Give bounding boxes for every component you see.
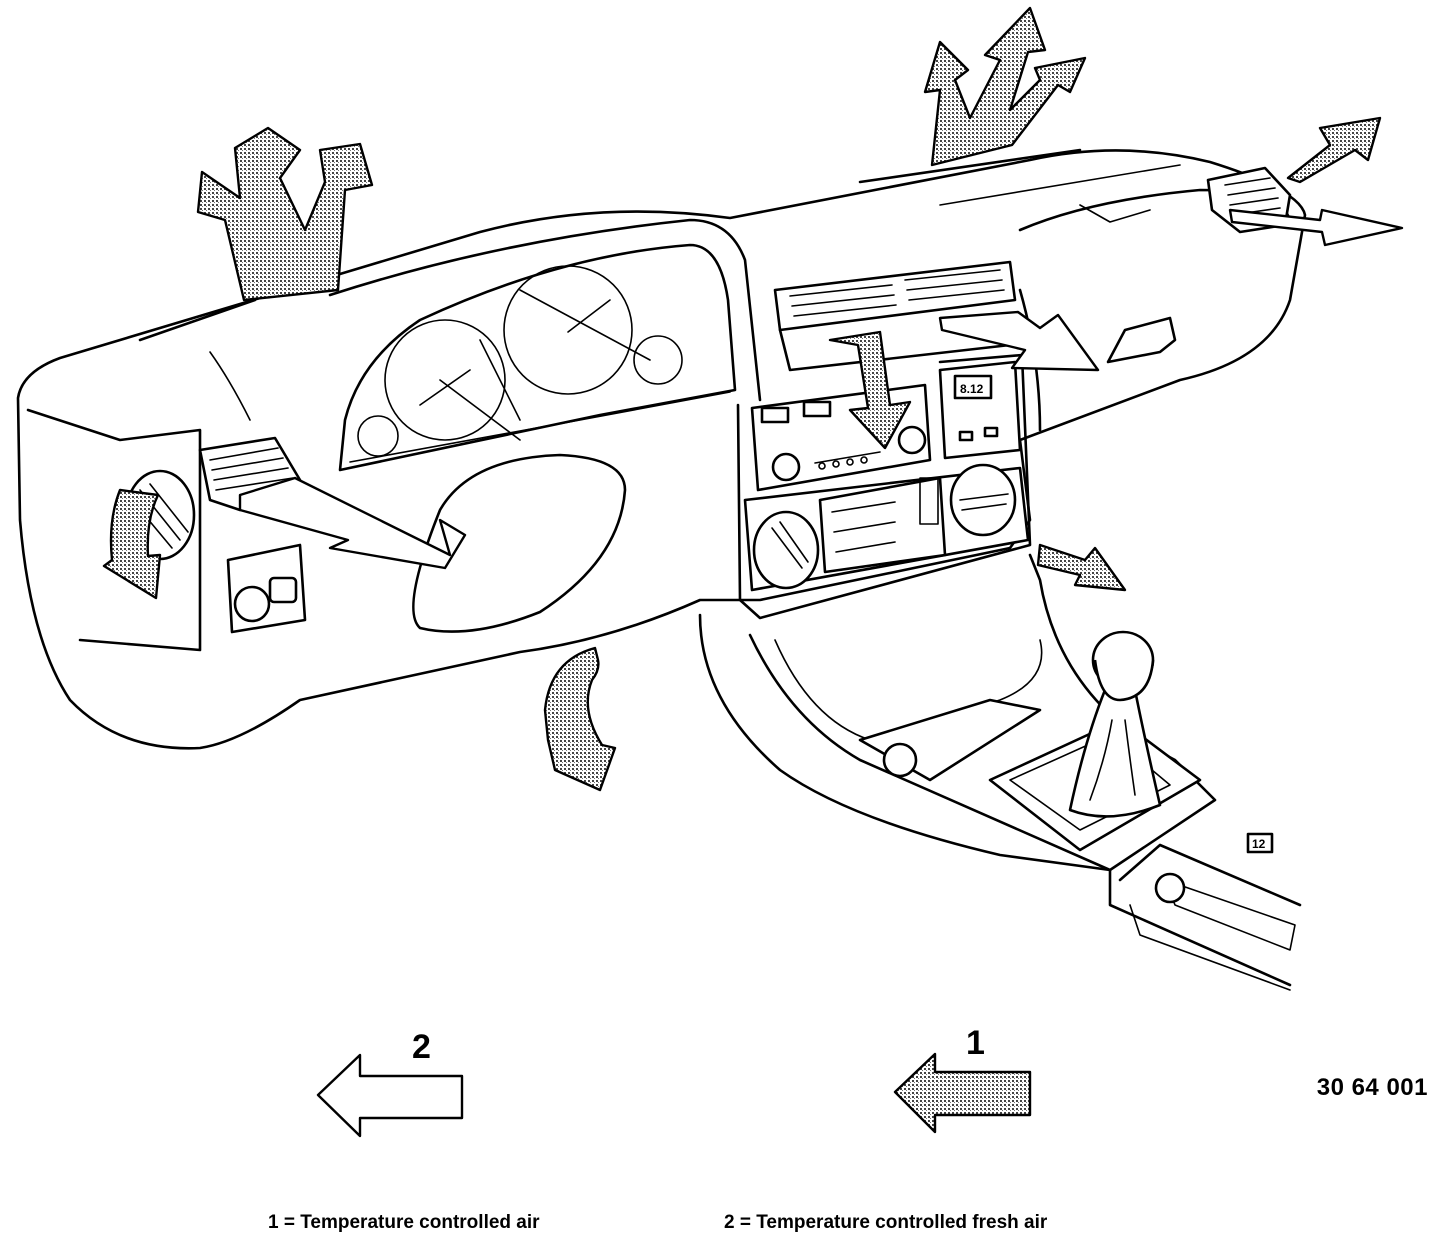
airflow-arrow-left-round-vent (102, 488, 162, 600)
caption-temperature-controlled-air: 1 = Temperature controlled air (268, 1212, 540, 1233)
left-switch-panel (226, 543, 307, 634)
legend-arrow-2-outline (316, 1053, 464, 1138)
lower-console: 12 (698, 553, 1302, 991)
airflow-arrow-center-vent-out (938, 310, 1100, 372)
airflow-arrow-center-down (828, 330, 912, 450)
clock-display: 8.12 (960, 382, 984, 396)
steering-column-cutout (412, 453, 627, 633)
instrument-cluster (338, 243, 737, 472)
airflow-arrow-console-side (1036, 543, 1127, 592)
legend-arrow-1-stippled (893, 1052, 1032, 1134)
airflow-arrow-left-defrost (196, 126, 374, 302)
handbrake-badge: 12 (1252, 837, 1266, 851)
caption-temperature-controlled-fresh-air: 2 = Temperature controlled fresh air (724, 1212, 1048, 1233)
airflow-arrow-center-defrost (923, 6, 1087, 167)
legend-number-1: 1 (966, 1024, 985, 1062)
legend-number-2: 2 (412, 1028, 431, 1066)
airflow-arrow-left-vent-out (238, 476, 467, 570)
airflow-arrow-footwell (543, 646, 617, 792)
figure-reference-number: 30 64 001 (1316, 1074, 1428, 1101)
center-vents (773, 260, 1017, 372)
airflow-arrow-right-vent-out (1228, 208, 1404, 247)
airflow-arrow-right-side-window (1286, 116, 1382, 184)
